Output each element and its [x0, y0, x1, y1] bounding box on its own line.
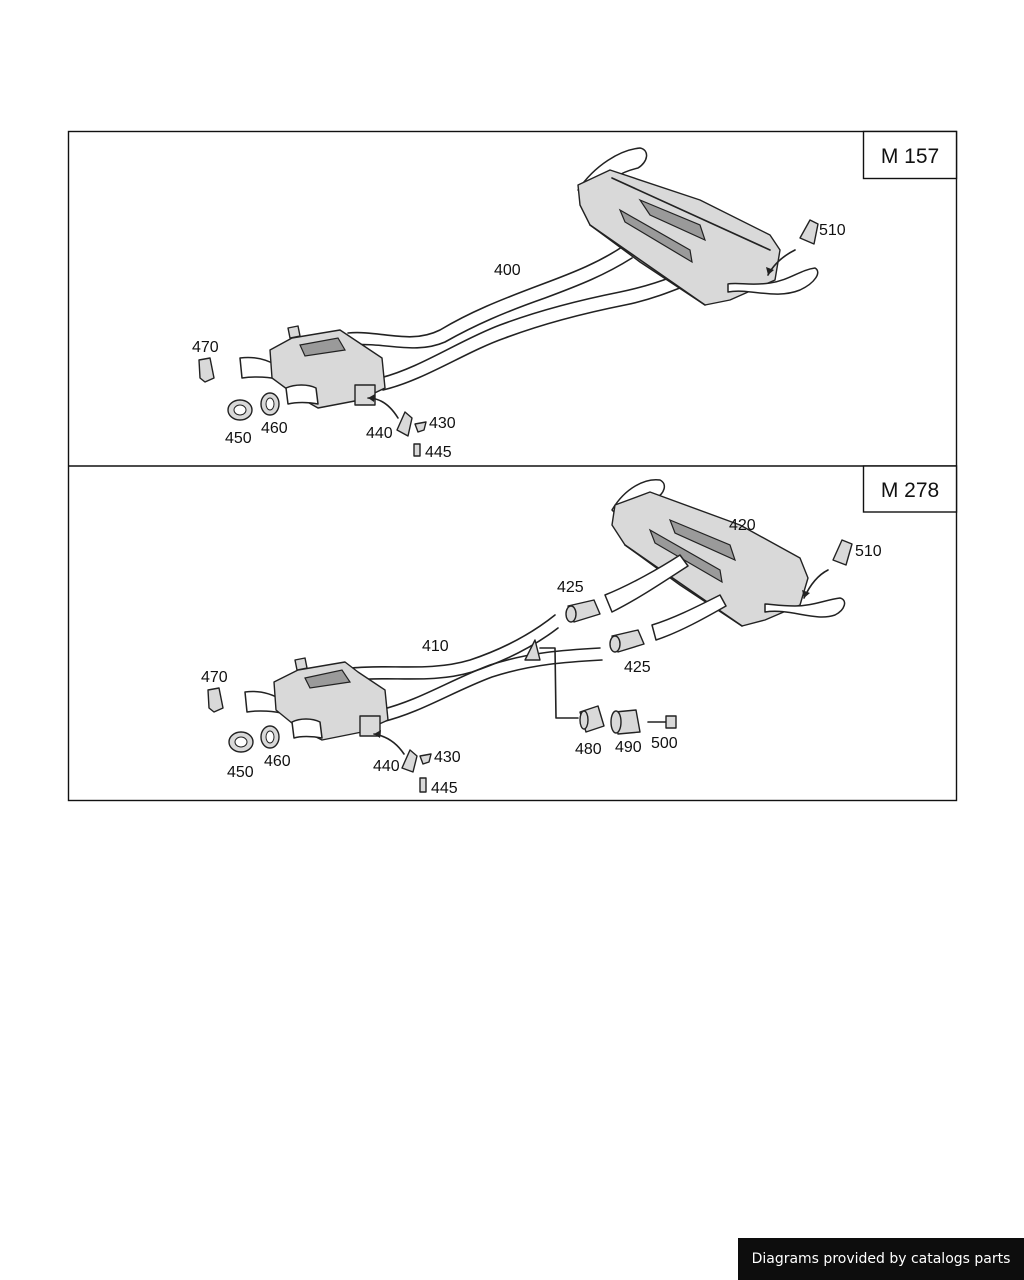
label-430: 430: [429, 415, 456, 432]
label-510: 510: [855, 543, 882, 560]
label-510: 510: [819, 222, 846, 239]
front-silencer: [239, 325, 386, 409]
panel-m278: M 278 420 510 425: [201, 465, 958, 797]
clamp-450: [227, 399, 253, 421]
label-450: 450: [227, 764, 254, 781]
label-460: 460: [261, 420, 288, 437]
label-470: 470: [192, 339, 219, 356]
label-480: 480: [575, 741, 602, 758]
footer-credit-text: Diagrams provided by catalogs parts: [751, 1251, 1011, 1267]
rear-silencer: [611, 479, 846, 627]
label-445: 445: [425, 444, 452, 461]
engine-tag: M 278: [881, 479, 939, 502]
label-445: 445: [431, 780, 458, 797]
engine-tag: M 157: [881, 145, 939, 168]
exhaust-pipe-410: [351, 614, 603, 723]
sleeve-425-upper: [565, 599, 601, 623]
bolt-500: [647, 715, 677, 729]
label-500: 500: [651, 735, 678, 752]
connecting-pipes: [604, 554, 727, 641]
bracket-480: [579, 705, 605, 733]
mount-440: [373, 730, 418, 773]
exhaust-pipe-400: [347, 244, 696, 391]
panel-m157: M 157 510 400: [192, 130, 958, 461]
label-425-upper: 425: [557, 579, 584, 596]
bracket-430: [414, 421, 427, 433]
bolt-445: [419, 777, 427, 793]
mount-440: [367, 394, 413, 437]
front-silencer: [244, 657, 389, 741]
engine-tag-box: [862, 130, 958, 180]
label-470: 470: [201, 669, 228, 686]
engine-tag-box: [862, 465, 958, 513]
label-420: 420: [729, 517, 756, 534]
label-440: 440: [373, 758, 400, 775]
bolt-445: [413, 443, 421, 457]
clamp-470: [207, 687, 224, 713]
rear-silencer: [577, 147, 819, 306]
bracket-430: [419, 753, 432, 765]
label-410: 410: [422, 638, 449, 655]
label-440: 440: [366, 425, 393, 442]
clamp-470: [198, 357, 215, 383]
ring-460: [260, 392, 280, 416]
damper-490: [610, 709, 641, 735]
label-450: 450: [225, 430, 252, 447]
rubber-mount-510: [766, 219, 819, 276]
sleeve-425-lower: [609, 629, 645, 653]
label-425-lower: 425: [624, 659, 651, 676]
rubber-mount-510: [802, 539, 853, 599]
label-430: 430: [434, 749, 461, 766]
label-460: 460: [264, 753, 291, 770]
footer-credit: Diagrams provided by catalogs parts: [738, 1238, 1024, 1280]
label-400: 400: [494, 262, 521, 279]
ring-460: [260, 725, 280, 749]
label-490: 490: [615, 739, 642, 756]
clamp-450: [228, 731, 254, 753]
